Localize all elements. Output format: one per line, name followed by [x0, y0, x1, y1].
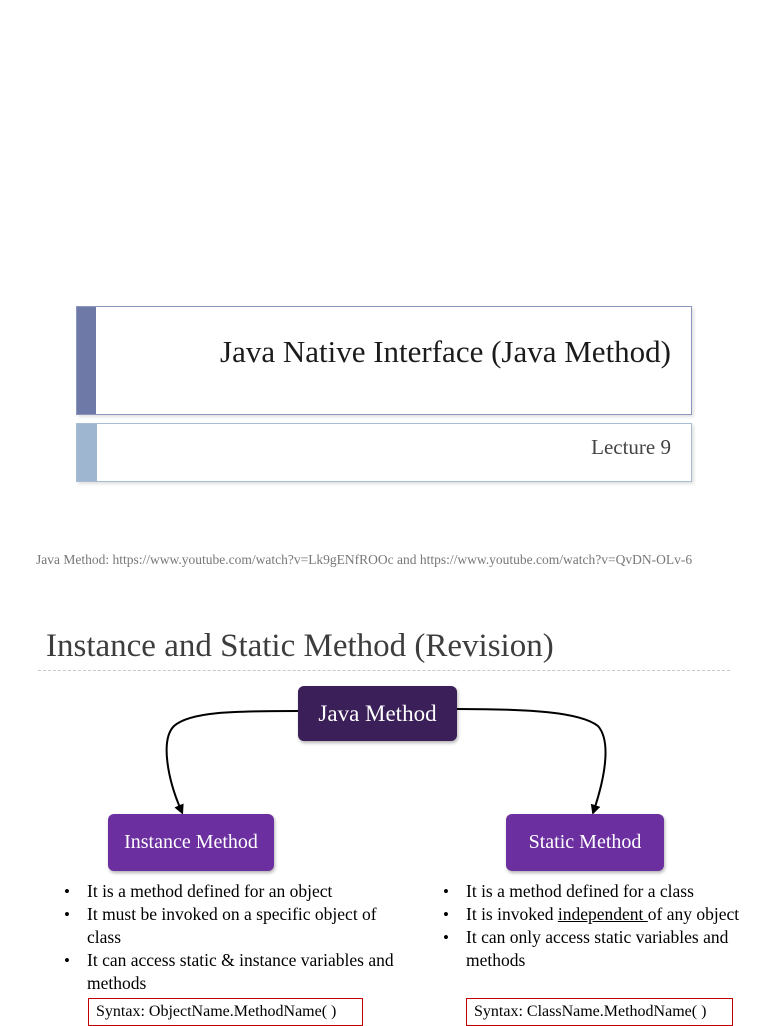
arrow-to-instance	[165, 710, 299, 815]
subtitle-accent-bar	[77, 424, 97, 481]
list-item: It is a method defined for an object	[62, 880, 402, 903]
slide-subtitle: Lecture 9	[591, 435, 671, 459]
static-syntax-box: Syntax: ClassName.MethodName( )	[466, 998, 733, 1026]
subtitle-box: Lecture 9	[76, 423, 692, 482]
list-item: It can access static & instance variable…	[62, 949, 402, 995]
instance-syntax-box: Syntax: ObjectName.MethodName( )	[88, 998, 363, 1026]
reference-note: Java Method: https://www.youtube.com/wat…	[36, 552, 693, 567]
section-title: Instance and Static Method (Revision)	[46, 628, 554, 664]
title-box: Java Native Interface (Java Method)	[76, 306, 692, 415]
instance-method-node: Instance Method	[108, 814, 274, 871]
slide-title: Java Native Interface (Java Method)	[220, 334, 671, 369]
list-item-text: It is invoked	[466, 904, 558, 924]
underlined-word: independent	[557, 904, 648, 924]
static-method-node: Static Method	[506, 814, 664, 871]
title-divider	[38, 670, 730, 671]
list-item: It can only access static variables and …	[441, 926, 741, 972]
java-method-node: Java Method	[298, 686, 457, 741]
list-item-text: of any object	[647, 904, 740, 924]
list-item: It must be invoked on a specific object …	[62, 903, 402, 949]
static-method-bullets: It is a method defined for a class It is…	[441, 880, 741, 972]
title-slide: Java Native Interface (Java Method) Lect…	[36, 306, 693, 567]
list-item: It is a method defined for a class	[441, 880, 741, 903]
arrow-to-static	[456, 708, 607, 815]
list-item: It is invoked independent of any object	[441, 903, 741, 926]
instance-method-bullets: It is a method defined for an object It …	[62, 880, 402, 995]
title-accent-bar	[77, 307, 96, 414]
